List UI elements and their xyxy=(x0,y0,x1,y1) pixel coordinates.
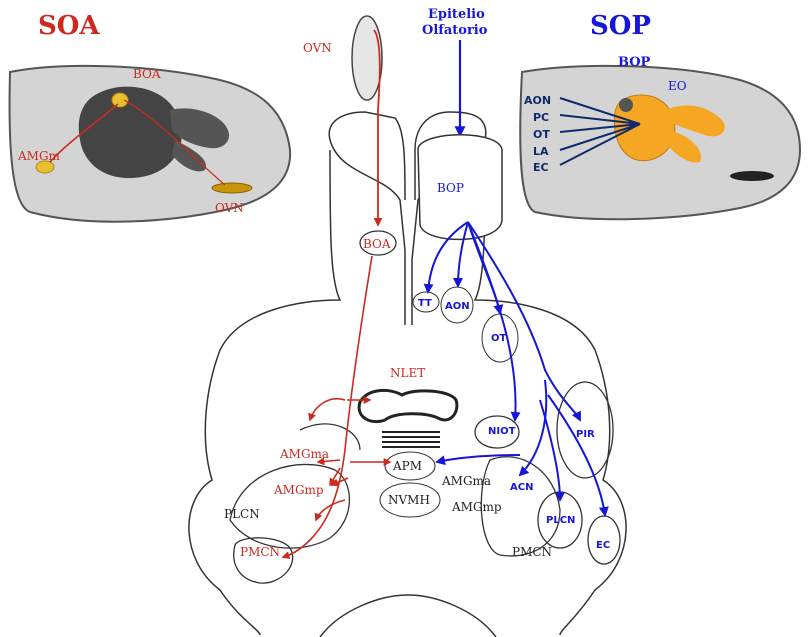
dark-structure xyxy=(730,171,774,181)
label-ec: EC xyxy=(596,540,610,551)
label-epitelio: Epitelio xyxy=(428,7,485,22)
label-niot: NIOT xyxy=(488,426,516,437)
bop-marker xyxy=(619,98,633,112)
label-boa-inset: BOA xyxy=(133,67,161,81)
label-amgma-left: AMGma xyxy=(279,447,329,461)
label-nvmh: NVMH xyxy=(388,493,430,507)
label-amgmp-mid: AMGmp xyxy=(451,500,502,514)
label-ovn-top: OVN xyxy=(303,41,332,55)
label-pmcn-left: PMCN xyxy=(240,545,280,559)
boa-marker xyxy=(112,93,128,107)
label-aon-inset: AON xyxy=(524,94,551,107)
nlet-region xyxy=(359,390,457,421)
right-inset-head xyxy=(520,66,800,219)
label-ec-inset: EC xyxy=(533,161,549,174)
label-plcn-left: PLCN xyxy=(224,507,260,521)
label-ot: OT xyxy=(491,333,507,344)
label-olfatorio: Olfatorio xyxy=(422,23,488,38)
heading-soa: SOA xyxy=(38,11,100,41)
label-pmcn-right: PMCN xyxy=(512,545,552,559)
label-pc-inset: PC xyxy=(533,111,549,124)
ovn-marker-inset xyxy=(212,183,252,193)
sop-pathways xyxy=(428,222,605,515)
label-amgmp-left: AMGmp xyxy=(273,483,324,497)
label-amgm-inset: AMGm xyxy=(17,149,61,163)
ovn-stalk xyxy=(352,16,382,225)
label-apm: APM xyxy=(392,459,422,473)
label-eo-inset: EO xyxy=(668,79,687,93)
label-plcn-right: PLCN xyxy=(546,515,575,526)
label-ovn-inset: OVN xyxy=(215,201,244,215)
label-boa: BOA xyxy=(363,237,391,251)
label-tt: TT xyxy=(418,298,432,309)
label-aon: AON xyxy=(445,301,470,312)
label-la-inset: LA xyxy=(533,145,549,158)
left-inset-head xyxy=(10,66,291,222)
right-cortex xyxy=(475,382,620,564)
heading-sop: SOP xyxy=(590,11,651,41)
label-pir: PIR xyxy=(576,429,595,440)
striped-structure xyxy=(382,432,440,447)
label-nlet: NLET xyxy=(390,366,425,380)
label-ot-inset: OT xyxy=(533,128,550,141)
label-acn: ACN xyxy=(510,482,533,493)
label-bop: BOP xyxy=(437,181,464,195)
label-bop-inset: BOP xyxy=(618,55,651,70)
